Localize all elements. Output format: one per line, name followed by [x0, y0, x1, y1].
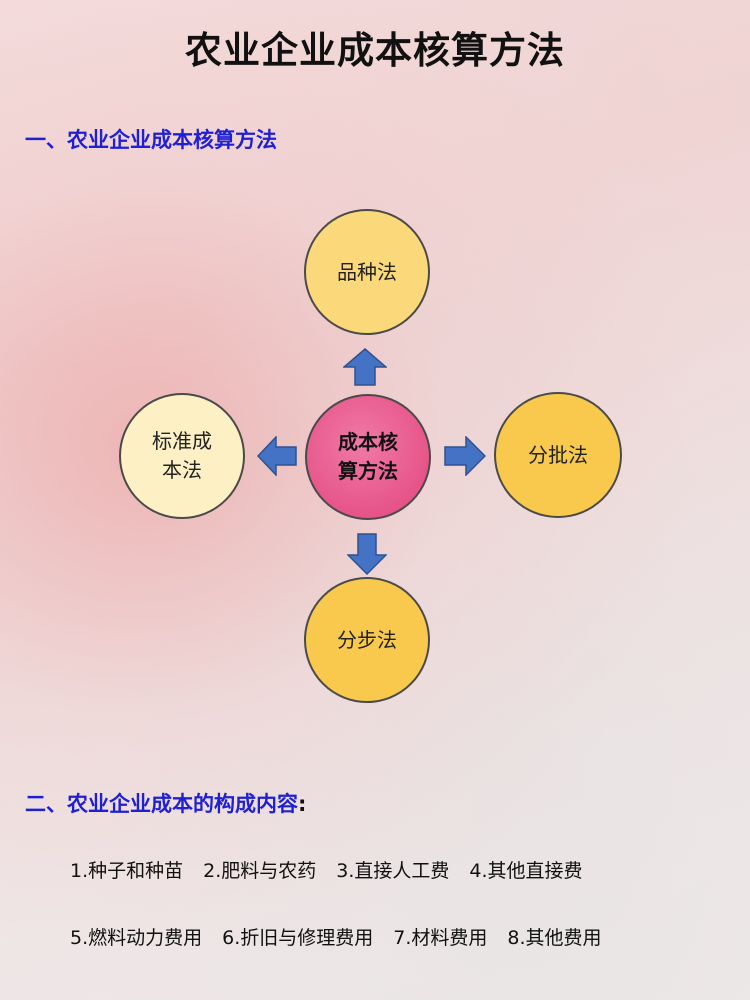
- arrow-down-icon: [347, 533, 387, 575]
- cost-item-depreciation-repair: 6.折旧与修理费用: [222, 927, 374, 949]
- arrow-right-icon: [444, 436, 486, 476]
- node-cost-accounting-method-label: 成本核算方法: [338, 430, 398, 483]
- arrow-up-icon: [343, 348, 387, 386]
- cost-item-direct-labor: 3.直接人工费: [336, 860, 450, 882]
- cost-item-fertilizer: 2.肥料与农药: [203, 860, 317, 882]
- node-cost-accounting-method: 成本核算方法: [305, 394, 431, 520]
- node-step-method-label: 分步法: [337, 627, 397, 652]
- section-heading-cost-components-text: 二、农业企业成本的构成内容: [25, 792, 298, 816]
- node-standard-cost-method-label: 标准成本法: [152, 429, 212, 482]
- node-step-method: 分步法: [304, 577, 430, 703]
- section-heading-methods: 一、农业企业成本核算方法: [25, 124, 277, 154]
- cost-items-row-1: 1.种子和种苗 2.肥料与农药 3.直接人工费 4.其他直接费: [70, 856, 603, 883]
- section-heading-cost-components: 二、农业企业成本的构成内容:: [25, 788, 306, 818]
- cost-item-fuel-power: 5.燃料动力费用: [70, 927, 203, 949]
- cost-item-materials: 7.材料费用: [393, 927, 488, 949]
- cost-items-row-2: 5.燃料动力费用 6.折旧与修理费用 7.材料费用 8.其他费用: [70, 923, 622, 950]
- cost-item-other-expenses: 8.其他费用: [507, 927, 602, 949]
- cost-item-seeds: 1.种子和种苗: [70, 860, 184, 882]
- node-variety-method: 品种法: [304, 209, 430, 335]
- node-standard-cost-method: 标准成本法: [119, 393, 245, 519]
- section-heading-methods-text: 一、农业企业成本核算方法: [25, 128, 277, 152]
- node-batch-method: 分批法: [494, 392, 622, 518]
- node-batch-method-label: 分批法: [528, 442, 588, 467]
- cost-item-other-direct: 4.其他直接费: [469, 860, 583, 882]
- node-variety-method-label: 品种法: [337, 259, 397, 284]
- arrow-left-icon: [257, 436, 297, 476]
- section-heading-colon: :: [298, 792, 307, 816]
- page-title: 农业企业成本核算方法: [185, 29, 565, 72]
